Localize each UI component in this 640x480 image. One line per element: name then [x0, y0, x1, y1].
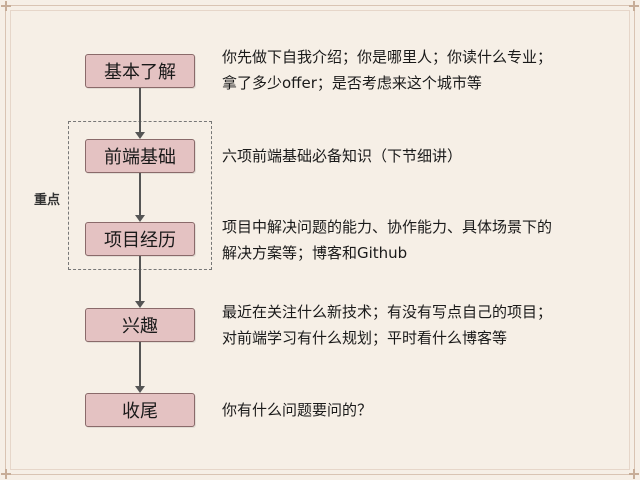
description-line: 你有什么问题要问的？ — [222, 401, 373, 419]
flow-arrow — [135, 342, 145, 393]
stage-description-interest: 最近在关注什么新技术；有没有写点自己的项目； 对前端学习有什么规划；平时看什么博… — [222, 299, 602, 351]
description-line: 六项前端基础必备知识（下节细讲） — [222, 147, 463, 165]
corner-ornament-icon — [1, 1, 11, 11]
slide-border-outer — [5, 5, 635, 475]
description-line: 拿了多少offer；是否考虑来这个城市等 — [222, 74, 482, 92]
description-line: 项目中解决问题的能力、协作能力、具体场景下的 — [222, 218, 553, 236]
stage-description-frontend-basics: 六项前端基础必备知识（下节细讲） — [222, 143, 602, 169]
focus-label: 重点 — [34, 193, 61, 208]
stage-box-project-experience: 项目经历 — [85, 222, 195, 256]
corner-ornament-icon — [629, 1, 639, 11]
stage-description-project-experience: 项目中解决问题的能力、协作能力、具体场景下的 解决方案等；博客和Github — [222, 214, 602, 266]
description-line: 最近在关注什么新技术；有没有写点自己的项目； — [222, 303, 553, 321]
corner-ornament-icon — [629, 469, 639, 479]
stage-box-frontend-basics: 前端基础 — [85, 139, 195, 173]
description-line: 对前端学习有什么规划；平时看什么博客等 — [222, 329, 508, 347]
stage-box-interest: 兴趣 — [85, 308, 195, 342]
flow-arrow — [135, 173, 145, 222]
description-line: 解决方案等；博客和Github — [222, 244, 408, 262]
stage-description-basic: 你先做下自我介绍；你是哪里人；你读什么专业； 拿了多少offer；是否考虑来这个… — [222, 44, 602, 96]
stage-box-basic: 基本了解 — [85, 54, 195, 88]
stage-box-closing: 收尾 — [85, 393, 195, 427]
flow-arrow — [135, 88, 145, 139]
slide-border-inner — [10, 10, 630, 470]
stage-description-closing: 你有什么问题要问的？ — [222, 397, 602, 423]
flow-arrow — [135, 256, 145, 308]
description-line: 你先做下自我介绍；你是哪里人；你读什么专业； — [222, 48, 553, 66]
corner-ornament-icon — [1, 469, 11, 479]
